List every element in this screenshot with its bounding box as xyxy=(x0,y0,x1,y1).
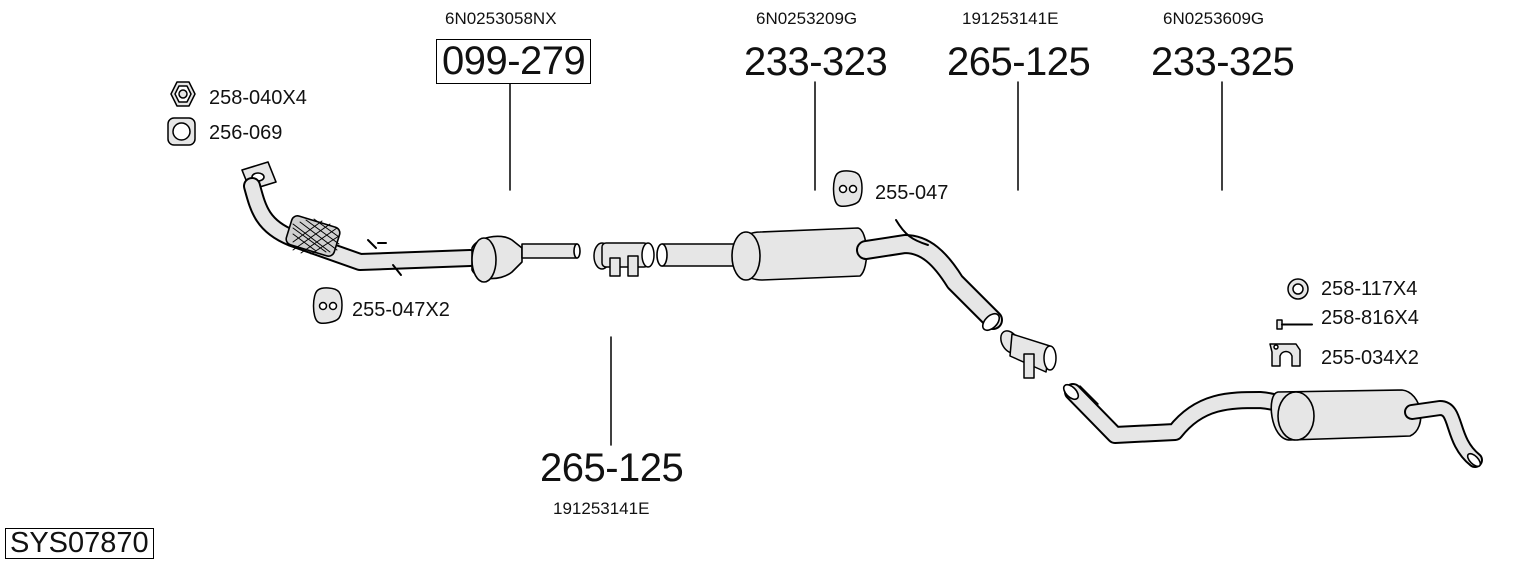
part-number-boxed[interactable]: 099-279 xyxy=(436,39,592,84)
rear-muffler-pipe xyxy=(1062,383,1483,468)
front-pipe-catalyst xyxy=(241,161,581,283)
accessory-label[interactable]: 255-047 xyxy=(875,182,949,204)
oe-number: 191253141E xyxy=(962,9,1059,28)
system-code: SYS07870 xyxy=(5,528,154,559)
part-number[interactable]: 265-125 xyxy=(540,446,684,490)
part-number[interactable]: 233-323 xyxy=(744,40,888,84)
oe-number: 191253141E xyxy=(553,499,650,518)
rubber-hanger-icon xyxy=(832,170,863,207)
oe-number: 6N0253058NX xyxy=(445,9,557,28)
bracket-icon xyxy=(1269,343,1301,367)
pipe-clamp xyxy=(593,242,655,277)
oe-number: 6N0253609G xyxy=(1163,9,1265,28)
middle-muffler-pipe xyxy=(656,219,1003,332)
accessory-label[interactable]: 255-034X2 xyxy=(1321,347,1419,369)
gasket-icon xyxy=(167,117,196,146)
bolt-icon xyxy=(1276,319,1313,330)
rubber-hanger-icon xyxy=(312,287,343,324)
part-number[interactable]: 265-125 xyxy=(947,40,1091,84)
accessory-label[interactable]: 258-117X4 xyxy=(1321,278,1418,300)
leader-lines xyxy=(509,81,1223,446)
accessory-label[interactable]: 258-040X4 xyxy=(209,87,307,109)
accessory-label[interactable]: 258-816X4 xyxy=(1321,307,1419,329)
washer-icon xyxy=(1287,278,1309,300)
flex-mesh xyxy=(292,218,340,255)
accessory-label[interactable]: 255-047X2 xyxy=(352,299,450,321)
part-number[interactable]: 233-325 xyxy=(1151,40,1295,84)
pipe-clamp xyxy=(1000,330,1057,379)
nut-icon xyxy=(170,81,196,107)
accessory-label[interactable]: 256-069 xyxy=(209,122,283,144)
oe-number: 6N0253209G xyxy=(756,9,858,28)
